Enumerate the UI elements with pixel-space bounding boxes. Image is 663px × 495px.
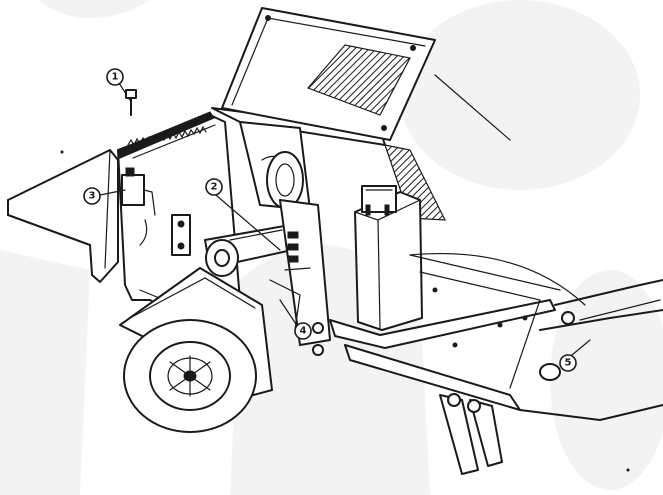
open-lid [221,7,436,141]
callout-4: 4 [294,322,312,340]
callout-5-label: 5 [565,358,572,369]
trailer-frame [329,252,586,411]
callout-2: 2 [205,178,223,196]
callout-5: 5 [559,354,577,372]
callout-2-label: 2 [211,182,218,193]
scan-specks [60,150,630,472]
support-leg [439,393,503,475]
feed-roller-teeth [117,111,215,159]
plug-item [125,89,137,116]
control-panel [269,199,331,356]
callout-1-label: 1 [112,72,119,83]
battery-box [354,185,423,331]
tow-bar [519,279,663,421]
feed-chute [7,149,119,283]
callout-4-label: 4 [300,326,307,337]
drive-shaft [204,224,293,277]
hopper-cowl [211,107,386,211]
wheel [123,319,257,433]
callout-1: 1 [106,68,124,86]
handle-knob [539,363,561,381]
callout-3-label: 3 [89,191,96,202]
callout-3: 3 [83,187,101,205]
mounting-bracket [171,214,191,256]
